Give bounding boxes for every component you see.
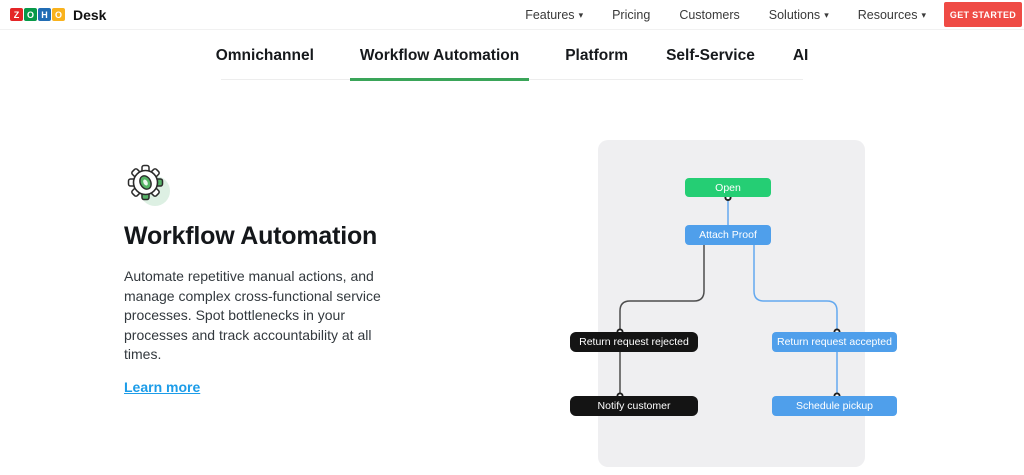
- chevron-down-icon: ▾: [578, 10, 584, 20]
- node-open: Open: [685, 178, 771, 197]
- feature-tabs-bar: Omnichannel Workflow Automation Platform…: [0, 30, 1024, 81]
- tab-self-service[interactable]: Self-Service: [666, 47, 755, 64]
- feature-description: Automate repetitive manual actions, and …: [124, 268, 381, 362]
- edge-attach-accepted: [753, 245, 838, 331]
- nav-features[interactable]: Features ▾: [525, 8, 583, 22]
- workflow-diagram: Open Attach Proof Return request rejecte…: [560, 130, 910, 475]
- node-schedule-pickup: Schedule pickup: [772, 396, 897, 416]
- top-navbar: Z O H O Desk Features ▾ Pricing Customer…: [0, 0, 1024, 30]
- zoho-desk-logo[interactable]: Z O H O Desk: [10, 7, 106, 23]
- nav-solutions-label: Solutions: [768, 7, 821, 22]
- node-return-accepted: Return request accepted: [772, 332, 897, 352]
- main-nav: Features ▾ Pricing Customers Solutions ▾…: [525, 8, 926, 22]
- tab-omnichannel[interactable]: Omnichannel: [215, 47, 314, 64]
- nav-customers-label: Customers: [679, 7, 740, 22]
- nav-customers[interactable]: Customers: [679, 8, 739, 22]
- zoho-logo-letter: O: [24, 8, 37, 21]
- feature-section: Workflow Automation Automate repetitive …: [124, 160, 414, 397]
- nav-features-label: Features: [525, 7, 575, 22]
- learn-more-link[interactable]: Learn more: [124, 378, 201, 395]
- nav-solutions[interactable]: Solutions ▾: [769, 8, 829, 22]
- node-notify-customer: Notify customer: [570, 396, 698, 416]
- tab-ai[interactable]: AI: [792, 47, 809, 64]
- chevron-down-icon: ▾: [921, 10, 926, 20]
- zoho-logo-letter: O: [52, 8, 65, 21]
- diagram-edges: [616, 193, 841, 400]
- node-return-rejected: Return request rejected: [570, 332, 698, 352]
- tab-workflow-automation[interactable]: Workflow Automation: [349, 44, 530, 81]
- get-started-button[interactable]: GET STARTED: [944, 2, 1022, 27]
- gear-icon: [124, 160, 174, 210]
- nav-resources[interactable]: Resources ▾: [858, 8, 926, 22]
- nav-pricing[interactable]: Pricing: [612, 8, 650, 22]
- nav-pricing-label: Pricing: [612, 7, 651, 22]
- node-attach-proof: Attach Proof: [685, 225, 771, 245]
- edge-attach-rejected: [619, 245, 705, 331]
- chevron-down-icon: ▾: [824, 10, 829, 20]
- feature-tabs: Omnichannel Workflow Automation Platform…: [216, 44, 808, 81]
- product-name: Desk: [73, 6, 107, 23]
- feature-title: Workflow Automation: [124, 222, 378, 250]
- zoho-logo-letter: H: [38, 8, 51, 21]
- zoho-logo-letter: Z: [10, 8, 23, 21]
- nav-resources-label: Resources: [857, 7, 918, 22]
- tab-platform[interactable]: Platform: [565, 47, 629, 64]
